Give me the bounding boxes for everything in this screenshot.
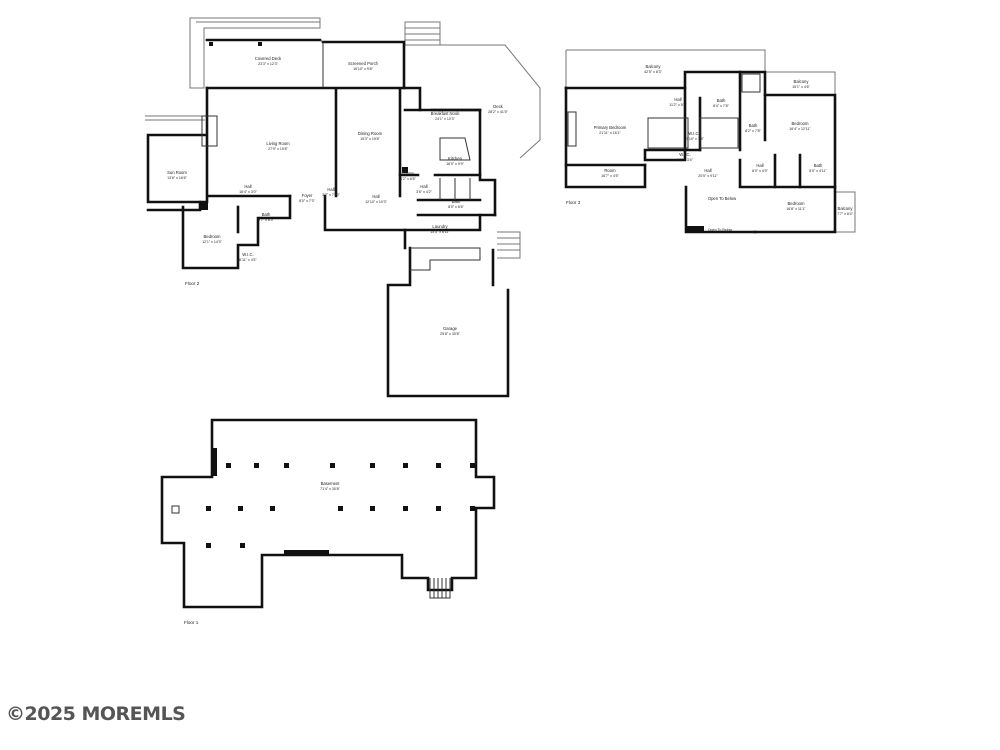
bedroom-dims-f3-2: 16'8" x 11'1" [786, 207, 806, 211]
garage-label: Garage [443, 326, 458, 331]
bath-dims-f3-1: 8'4" x 7'8" [713, 104, 729, 108]
bedroom-dims-f2: 12'1" x 14'3" [202, 240, 222, 244]
floor-1-plan [160, 418, 496, 609]
dining-room-dims: 15'3" x 19'8" [360, 137, 380, 141]
hall-dims-f3-3: 8'0" x 4'9" [752, 169, 768, 173]
hall-label-2: Hall [327, 187, 334, 192]
living-room-dims: 27'9" x 19'8" [268, 147, 288, 151]
hall-dims-4: 3'6" x 4'2" [416, 190, 432, 194]
garage-dims: 25'8" x 30'8" [440, 332, 460, 336]
pantry-label: Pantry [402, 171, 415, 176]
floor-2-labels: Covered Deck 23'3" x 12'3" Screened Porc… [167, 56, 508, 336]
breakfast-nook-label: Breakfast Nook [431, 111, 461, 116]
foyer-dims: 8'0" x 7'3" [299, 199, 315, 203]
wic-dims-f3-2: 6'5" x 3'4" [677, 158, 693, 162]
covered-deck-dims: 23'3" x 12'3" [258, 62, 278, 66]
hall-label-f3-1: Hall [674, 97, 681, 102]
hall-label-1: Hall [244, 184, 251, 189]
screened-porch-dims: 16'10" x 9'8" [353, 67, 373, 71]
bath-dims-f3-2: 8'2" x 7'8" [745, 129, 761, 133]
floor-1-labels: Basement 71'4" x 30'8" Floor 1 [184, 481, 341, 625]
room-label-f3: Room [604, 168, 616, 173]
laundry-dims: 14'5" x 6'11" [430, 230, 450, 234]
bath-label-f3-1: Bath [717, 98, 726, 103]
bath-label-f3-2: Bath [749, 123, 758, 128]
floor-2-title: Floor 2 [185, 281, 200, 286]
hall-dims-2: 3'7" x 7'10" [322, 193, 340, 197]
hall-dims-3: 12'10" x 10'3" [365, 200, 387, 204]
primary-bedroom-dims: 21'11" x 16'1" [599, 131, 621, 135]
bedroom-label-f3-2: Bedroom [788, 201, 806, 206]
bath-label-1: Bath [262, 212, 271, 217]
basement-columns [206, 463, 475, 548]
pantry-dims: 6'2" x 6'6" [400, 177, 416, 181]
covered-deck-label: Covered Deck [255, 56, 282, 61]
floor-3-title: Floor 3 [566, 200, 581, 205]
open-to-below-label-1: Open To Below [708, 196, 737, 201]
kitchen-label: Kitchen [448, 156, 463, 161]
basement-label: Basement [321, 481, 341, 486]
balcony-dims-1: 42'5" x 8'3" [644, 70, 662, 74]
bath-dims-1: 9'7" x 8'5" [258, 218, 274, 222]
hall-dims-f3-2: 20'5" x 9'11" [698, 174, 718, 178]
floor-1-title: Floor 1 [184, 620, 199, 625]
primary-bedroom-label: Primary Bedroom [594, 125, 627, 130]
room-dims-f3: 16'7" x 4'5" [601, 174, 619, 178]
basement-dims: 71'4" x 30'8" [320, 487, 340, 491]
floor-2-plan [145, 17, 541, 398]
screened-porch-label: Screened Porch [348, 61, 379, 66]
foyer-label: Foyer [302, 193, 313, 198]
bedroom-dims-f3-1: 16'4" x 12'11" [789, 127, 811, 131]
wic-dims-f3-1: 13'10" x 7'8" [684, 137, 704, 141]
copyright-watermark: ©2025 MOREMLS [6, 703, 186, 725]
wic-label-f3-1: W.I.C. [688, 131, 699, 136]
hall-label-4: Hall [420, 184, 427, 189]
sun-room-label: Sun Room [167, 170, 187, 175]
deck-dims: 28'2" x 41'5" [488, 110, 508, 114]
hall-dims-1: 16'4" x 3'0" [239, 190, 257, 194]
hall-dims-f3-1: 11'2" x 5'3" [669, 103, 687, 107]
wic-dims-f2: 6'11" x 4'3" [239, 258, 257, 262]
bath-dims-f3-3: 8'0" x 4'11" [809, 169, 827, 173]
open-to-below-label-2: Open To Below [708, 228, 733, 232]
sun-room-dims: 13'6" x 16'6" [167, 176, 187, 180]
floor-3-labels: Balcony 42'5" x 8'3" Balcony 15'1" x 4'6… [566, 64, 854, 232]
balcony-label-2: Balcony [794, 79, 810, 84]
wic-label-f3-2: W.I.C. [679, 152, 690, 157]
balcony-label-3: Balcony [838, 206, 854, 211]
wic-label-f2: W.I.C. [242, 252, 253, 257]
hall-label-3: Hall [372, 194, 379, 199]
bath-label-f3-3: Bath [814, 163, 823, 168]
breakfast-nook-dims: 24'1" x 10'3" [435, 117, 455, 121]
laundry-label: Laundry [432, 224, 448, 229]
living-room-label: Living Room [266, 141, 290, 146]
bath-dims-2: 8'0" x 6'6" [448, 205, 464, 209]
dining-room-label: Dining Room [358, 131, 383, 136]
deck-label: Deck [493, 104, 503, 109]
bath-label-2: Bath [452, 199, 461, 204]
balcony-label-1: Balcony [646, 64, 662, 69]
balcony-dims-2: 15'1" x 4'6" [792, 85, 810, 89]
balcony-dims-3: 7'7" x 8'4" [837, 212, 853, 216]
hall-label-f3-3: Hall [756, 163, 763, 168]
hall-label-f3-2: Hall [704, 168, 711, 173]
bedroom-label-f2: Bedroom [204, 234, 222, 239]
floor-3-plan [564, 49, 856, 234]
kitchen-dims: 16'0" x 9'9" [446, 162, 464, 166]
bedroom-label-f3-1: Bedroom [792, 121, 810, 126]
